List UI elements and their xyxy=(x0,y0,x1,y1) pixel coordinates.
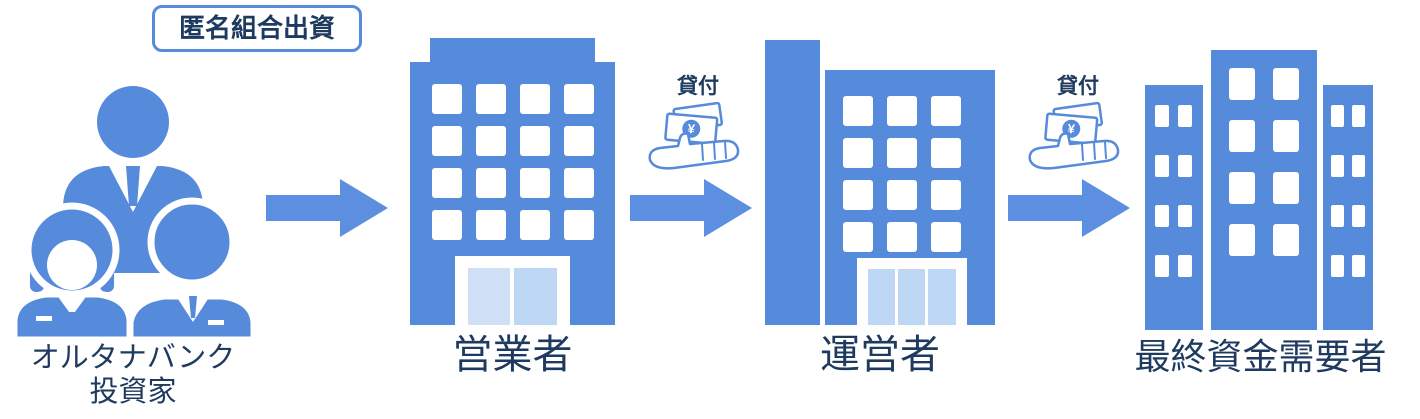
building-left xyxy=(1145,85,1203,330)
investors-label: オルタナバンク 投資家 xyxy=(0,341,266,409)
building-right xyxy=(1323,85,1373,330)
investors-group-icon xyxy=(10,86,258,340)
building-door xyxy=(455,256,570,325)
badge-label: 匿名組合出資 xyxy=(179,13,336,43)
final-borrowers-label: 最終資金需要者 xyxy=(1134,336,1387,377)
arrow-loan-1-icon xyxy=(630,179,752,237)
building-windows xyxy=(432,84,594,240)
city-buildings-icon xyxy=(1145,50,1373,330)
building-roof xyxy=(430,38,595,62)
money-in-hand-icon: ¥ xyxy=(1028,101,1120,170)
person-man-front-icon xyxy=(126,197,258,340)
investors-label-line2: 投資家 xyxy=(89,376,177,409)
yen-symbol: ¥ xyxy=(1067,121,1076,137)
investors-label-line1: オルタナバンク xyxy=(30,342,236,374)
yen-symbol: ¥ xyxy=(687,121,696,137)
building-tower xyxy=(765,40,820,325)
person-woman-icon xyxy=(10,202,134,340)
money-in-hand-icon: ¥ xyxy=(648,101,740,170)
building-center xyxy=(1211,50,1317,330)
arrow-investment-icon xyxy=(266,179,388,237)
loan-1-label: 貸付 xyxy=(677,75,719,98)
building-windows xyxy=(843,96,961,252)
office-building-manager-icon xyxy=(765,40,995,325)
anonymous-partnership-badge: 匿名組合出資 xyxy=(152,5,363,53)
operator-label: 営業者 xyxy=(452,333,573,377)
building-door xyxy=(857,258,967,325)
office-building-operator-icon xyxy=(410,38,615,325)
loan-2-label: 貸付 xyxy=(1057,75,1099,98)
arrow-loan-2-icon xyxy=(1008,179,1130,237)
manager-label: 運営者 xyxy=(820,333,940,377)
